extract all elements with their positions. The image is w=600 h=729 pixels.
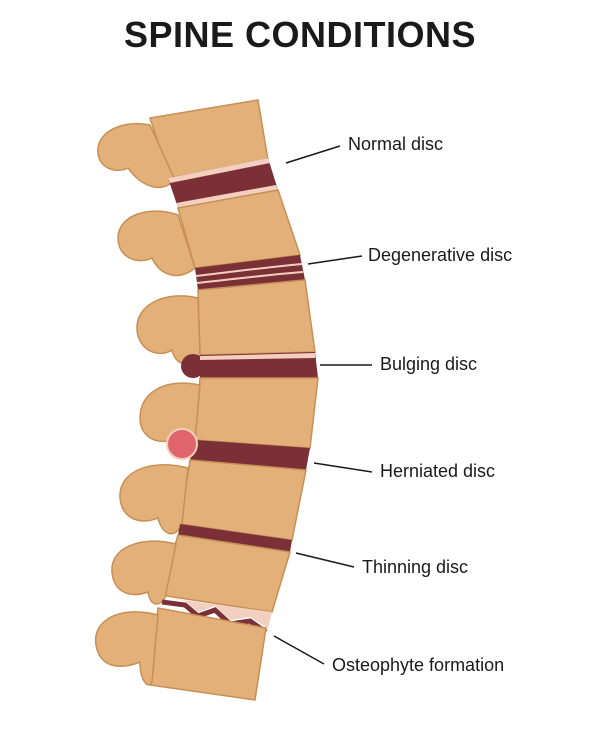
leader-line-degenerative (307, 255, 363, 265)
leader-line-thinning (295, 552, 355, 568)
vertebra-5 (119, 459, 307, 541)
diagram-title: SPINE CONDITIONS (123, 14, 477, 55)
label-thinning-disc: Thinning disc (362, 557, 469, 577)
vertebra-3 (136, 279, 316, 365)
thinning-disc (178, 524, 292, 552)
leader-line-herniated (313, 462, 373, 473)
degenerative-disc (195, 255, 305, 290)
label-degenerative-disc: Degenerative disc (368, 245, 513, 265)
normal-disc (168, 158, 278, 208)
vertebra-7 (94, 607, 267, 701)
osteophyte-disc (160, 597, 272, 628)
leader-line-normal (285, 145, 341, 164)
label-herniated-disc: Herniated disc (380, 461, 496, 481)
label-normal-disc: Normal disc (348, 134, 444, 154)
label-osteophyte-formation: Osteophyte formation (332, 655, 505, 675)
label-bulging-disc: Bulging disc (380, 354, 478, 374)
vertebra-4 (139, 377, 319, 451)
vertebra-6 (111, 534, 291, 613)
leader-line-osteophyte (273, 635, 325, 665)
herniation (166, 428, 198, 460)
